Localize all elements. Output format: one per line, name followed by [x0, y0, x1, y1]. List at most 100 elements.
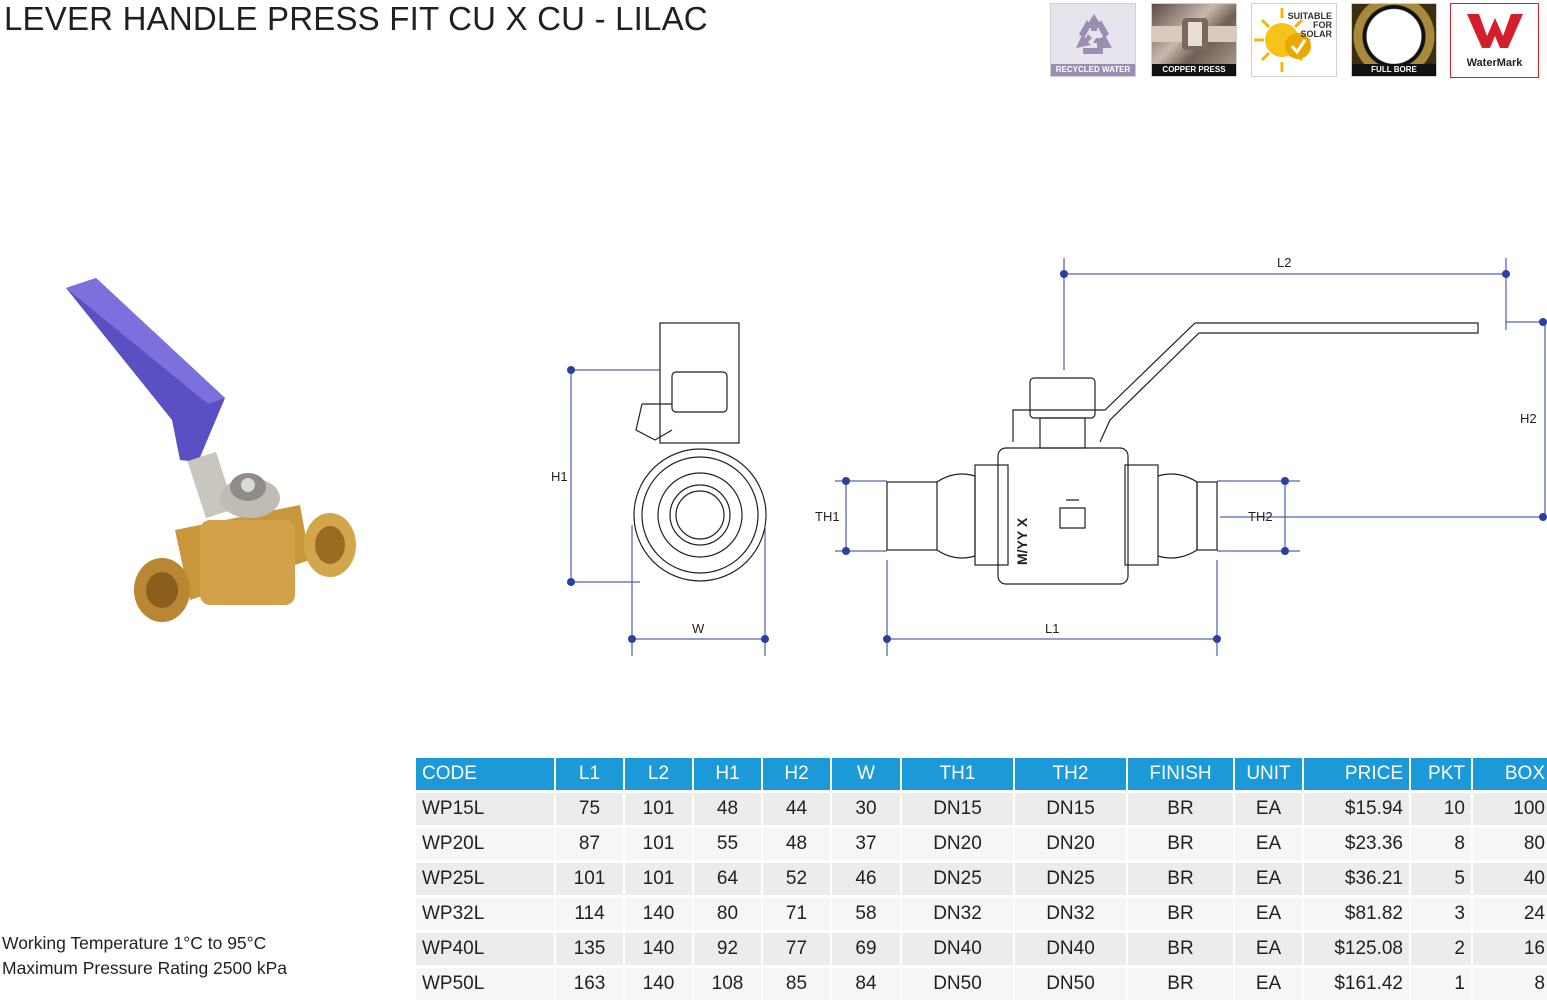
cell-w: 46 [831, 860, 902, 897]
cell-th2: DN32 [1014, 895, 1128, 932]
cell-th2: DN25 [1014, 860, 1128, 897]
solar-text: SUITABLE FOR SOLAR [1288, 12, 1332, 39]
cell-h2: 85 [762, 965, 832, 1000]
col-header: BOX [1472, 758, 1547, 792]
col-header: L2 [624, 758, 694, 792]
table-row: WP15L 75 101 48 44 30 DN15 DN15 BR EA $1… [416, 790, 1547, 827]
cell-pkt: 5 [1410, 860, 1473, 897]
copper-press-badge: COPPER PRESS [1151, 3, 1237, 77]
cell-w: 58 [831, 895, 902, 932]
watermark-label: WaterMark [1466, 57, 1523, 69]
cell-w: 84 [831, 965, 902, 1000]
col-header: PKT [1410, 758, 1473, 792]
cell-w: 69 [831, 930, 902, 967]
cell-price: $161.42 [1303, 965, 1411, 1000]
solar-badge: SUITABLE FOR SOLAR [1251, 3, 1337, 77]
cell-unit: EA [1234, 895, 1304, 932]
specification-notes: Working Temperature 1°C to 95°C Maximum … [2, 931, 287, 981]
col-header: W [831, 758, 902, 792]
cell-unit: EA [1234, 930, 1304, 967]
cell-pkt: 1 [1410, 965, 1473, 1000]
watermark-logo-icon [1467, 14, 1523, 48]
cell-code: WP25L [416, 860, 556, 897]
cell-h2: 52 [762, 860, 832, 897]
cell-h2: 48 [762, 825, 832, 862]
table-row: WP32L 114 140 80 71 58 DN32 DN32 BR EA $… [416, 895, 1547, 932]
pressure-rating: Maximum Pressure Rating 2500 kPa [2, 958, 287, 978]
cell-finish: BR [1127, 825, 1235, 862]
table-header-row: CODE L1 L2 H1 H2 W TH1 TH2 FINISH UNIT P… [416, 758, 1547, 792]
cell-code: WP32L [416, 895, 556, 932]
cell-unit: EA [1234, 825, 1304, 862]
cell-finish: BR [1127, 860, 1235, 897]
cell-l2: 140 [624, 930, 694, 967]
cell-unit: EA [1234, 860, 1304, 897]
cell-code: WP50L [416, 965, 556, 1000]
spec-table: CODE L1 L2 H1 H2 W TH1 TH2 FINISH UNIT P… [416, 758, 1547, 1000]
cell-w: 37 [831, 825, 902, 862]
cell-l1: 163 [555, 965, 625, 1000]
cell-th1: DN15 [901, 790, 1015, 827]
table-row: WP20L 87 101 55 48 37 DN20 DN20 BR EA $2… [416, 825, 1547, 862]
cell-finish: BR [1127, 930, 1235, 967]
cell-h2: 71 [762, 895, 832, 932]
col-header: H2 [762, 758, 832, 792]
cell-finish: BR [1127, 790, 1235, 827]
cell-unit: EA [1234, 965, 1304, 1000]
dim-th2-label: TH2 [1248, 509, 1273, 524]
body-marking: M/YY X [1014, 517, 1030, 565]
table-row: WP50L 163 140 108 85 84 DN50 DN50 BR EA … [416, 965, 1547, 1000]
page-title: LEVER HANDLE PRESS FIT CU X CU - LILAC [4, 0, 708, 37]
cell-l2: 101 [624, 790, 694, 827]
cell-th1: DN50 [901, 965, 1015, 1000]
cell-th2: DN40 [1014, 930, 1128, 967]
table-row: WP25L 101 101 64 52 46 DN25 DN25 BR EA $… [416, 860, 1547, 897]
cell-th1: DN40 [901, 930, 1015, 967]
cell-box: 8 [1472, 965, 1547, 1000]
cell-th2: DN50 [1014, 965, 1128, 1000]
cell-code: WP15L [416, 790, 556, 827]
cell-price: $15.94 [1303, 790, 1411, 827]
cell-w: 30 [831, 790, 902, 827]
cell-finish: BR [1127, 965, 1235, 1000]
cell-l2: 140 [624, 965, 694, 1000]
cell-price: $23.36 [1303, 825, 1411, 862]
dim-h1-label: H1 [551, 469, 568, 484]
cell-h1: 80 [693, 895, 763, 932]
cell-th1: DN32 [901, 895, 1015, 932]
col-header: UNIT [1234, 758, 1304, 792]
cell-box: 80 [1472, 825, 1547, 862]
full-bore-label: FULL BORE [1352, 64, 1436, 76]
cell-pkt: 10 [1410, 790, 1473, 827]
cell-pkt: 3 [1410, 895, 1473, 932]
recycled-water-badge: RECYCLED WATER [1050, 3, 1136, 77]
cell-box: 24 [1472, 895, 1547, 932]
cell-th1: DN20 [901, 825, 1015, 862]
recycled-water-label: RECYCLED WATER [1051, 64, 1135, 76]
cell-l1: 75 [555, 790, 625, 827]
dim-h2-label: H2 [1520, 411, 1537, 426]
cell-pkt: 2 [1410, 930, 1473, 967]
solar-line-2: FOR [1313, 20, 1332, 30]
cell-price: $81.82 [1303, 895, 1411, 932]
cell-h2: 77 [762, 930, 832, 967]
cell-l2: 140 [624, 895, 694, 932]
cell-l2: 101 [624, 825, 694, 862]
col-header: TH1 [901, 758, 1015, 792]
recycle-icon [1076, 14, 1112, 54]
working-temperature: Working Temperature 1°C to 95°C [2, 933, 267, 953]
col-header: L1 [555, 758, 625, 792]
cell-l1: 114 [555, 895, 625, 932]
cell-l2: 101 [624, 860, 694, 897]
col-header: CODE [416, 758, 556, 792]
col-header: PRICE [1303, 758, 1411, 792]
col-header: FINISH [1127, 758, 1235, 792]
sun-icon [1254, 8, 1311, 72]
cell-th2: DN15 [1014, 790, 1128, 827]
dim-th1-label: TH1 [815, 509, 840, 524]
cell-unit: EA [1234, 790, 1304, 827]
cell-code: WP20L [416, 825, 556, 862]
watermark-badge: WaterMark [1450, 3, 1539, 78]
table-row: WP40L 135 140 92 77 69 DN40 DN40 BR EA $… [416, 930, 1547, 967]
solar-line-1: SUITABLE [1287, 11, 1332, 21]
